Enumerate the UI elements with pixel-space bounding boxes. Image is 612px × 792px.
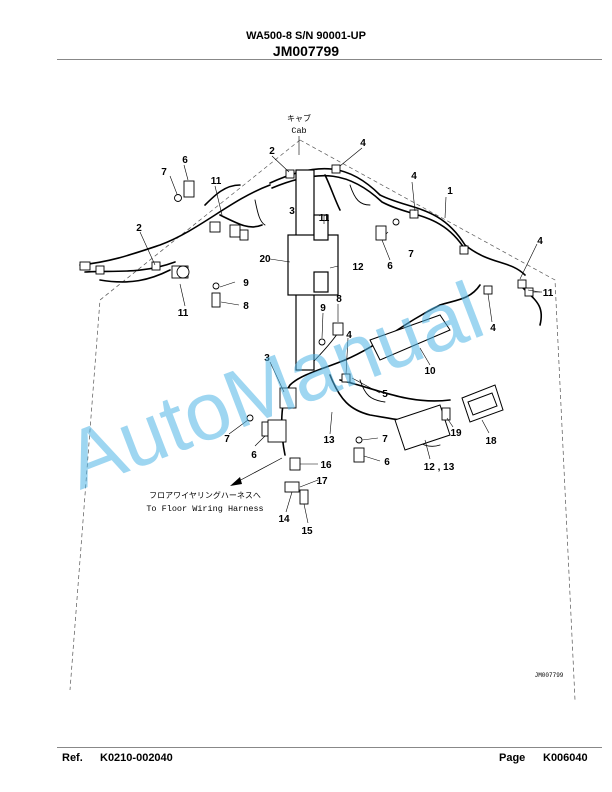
callout-6: 6	[387, 261, 393, 272]
page-value: K006040	[543, 752, 588, 764]
callout-9: 9	[320, 303, 326, 314]
callout-7: 7	[382, 434, 388, 445]
leader-lines	[139, 147, 542, 524]
model-title: WA500-8 S/N 90001-UP	[246, 30, 366, 42]
callout-10: 10	[424, 366, 436, 377]
callout-11: 11	[319, 213, 330, 224]
callout-6: 6	[182, 155, 188, 166]
cab-label-en: Cab	[291, 126, 306, 136]
page-label: Page	[499, 752, 526, 764]
callout-4: 4	[360, 138, 366, 149]
callout-18: 18	[485, 436, 497, 447]
ref-value: K0210-002040	[100, 752, 173, 764]
cab-outline	[69, 139, 576, 701]
callout-11: 11	[178, 308, 189, 319]
floor-harness-label-en: To Floor Wiring Harness	[146, 504, 263, 514]
callout-6: 6	[384, 457, 390, 468]
callout-4: 4	[537, 236, 543, 247]
callout-2: 2	[269, 146, 275, 157]
cab-label-jp: キャブ	[287, 113, 311, 123]
callout-7: 7	[224, 434, 230, 445]
part-callouts: 1 2 2 3 3 4 4 4 4 4 5 6 6 6 6 7 7 7 7 8 …	[136, 138, 554, 537]
wiring-harness-diagram: キャブ Cab フロアワイヤリングハーネスへ To Floor Wiring H…	[54, 113, 576, 701]
figure-id: JM007799	[535, 672, 564, 679]
callout-12: 12	[352, 262, 364, 273]
footer-divider	[57, 747, 602, 748]
callout-3: 3	[264, 353, 270, 364]
floor-harness-arrow	[230, 457, 283, 486]
callout-4: 4	[411, 171, 417, 182]
callout-3: 3	[289, 206, 295, 217]
callout-19: 19	[450, 428, 462, 439]
callout-17: 17	[316, 476, 328, 487]
callout-2: 2	[136, 223, 142, 234]
cover-panels	[369, 314, 504, 451]
callout-13: 13	[323, 435, 335, 446]
steering-column	[287, 169, 339, 371]
floor-harness-label-jp: フロアワイヤリングハーネスへ	[149, 490, 261, 500]
callout-6: 6	[251, 450, 257, 461]
callout-11: 11	[543, 288, 554, 299]
callout-7: 7	[161, 167, 167, 178]
callout-7: 7	[408, 249, 414, 260]
callout-11: 11	[211, 176, 222, 187]
callout-1: 1	[447, 186, 453, 197]
callout-5: 5	[382, 389, 388, 400]
ref-label: Ref.	[62, 752, 83, 764]
callout-15: 15	[301, 526, 313, 537]
callout-14: 14	[278, 514, 290, 525]
callout-8: 8	[336, 294, 342, 305]
callout-16: 16	[320, 460, 332, 471]
callout-12-13: 12 , 13	[424, 462, 455, 473]
callout-4: 4	[490, 323, 496, 334]
header-divider	[57, 59, 602, 60]
drawing-code: JM007799	[272, 43, 340, 59]
callout-20: 20	[259, 254, 271, 265]
callout-9: 9	[243, 278, 249, 289]
callout-4: 4	[346, 330, 352, 341]
callout-8: 8	[243, 301, 249, 312]
